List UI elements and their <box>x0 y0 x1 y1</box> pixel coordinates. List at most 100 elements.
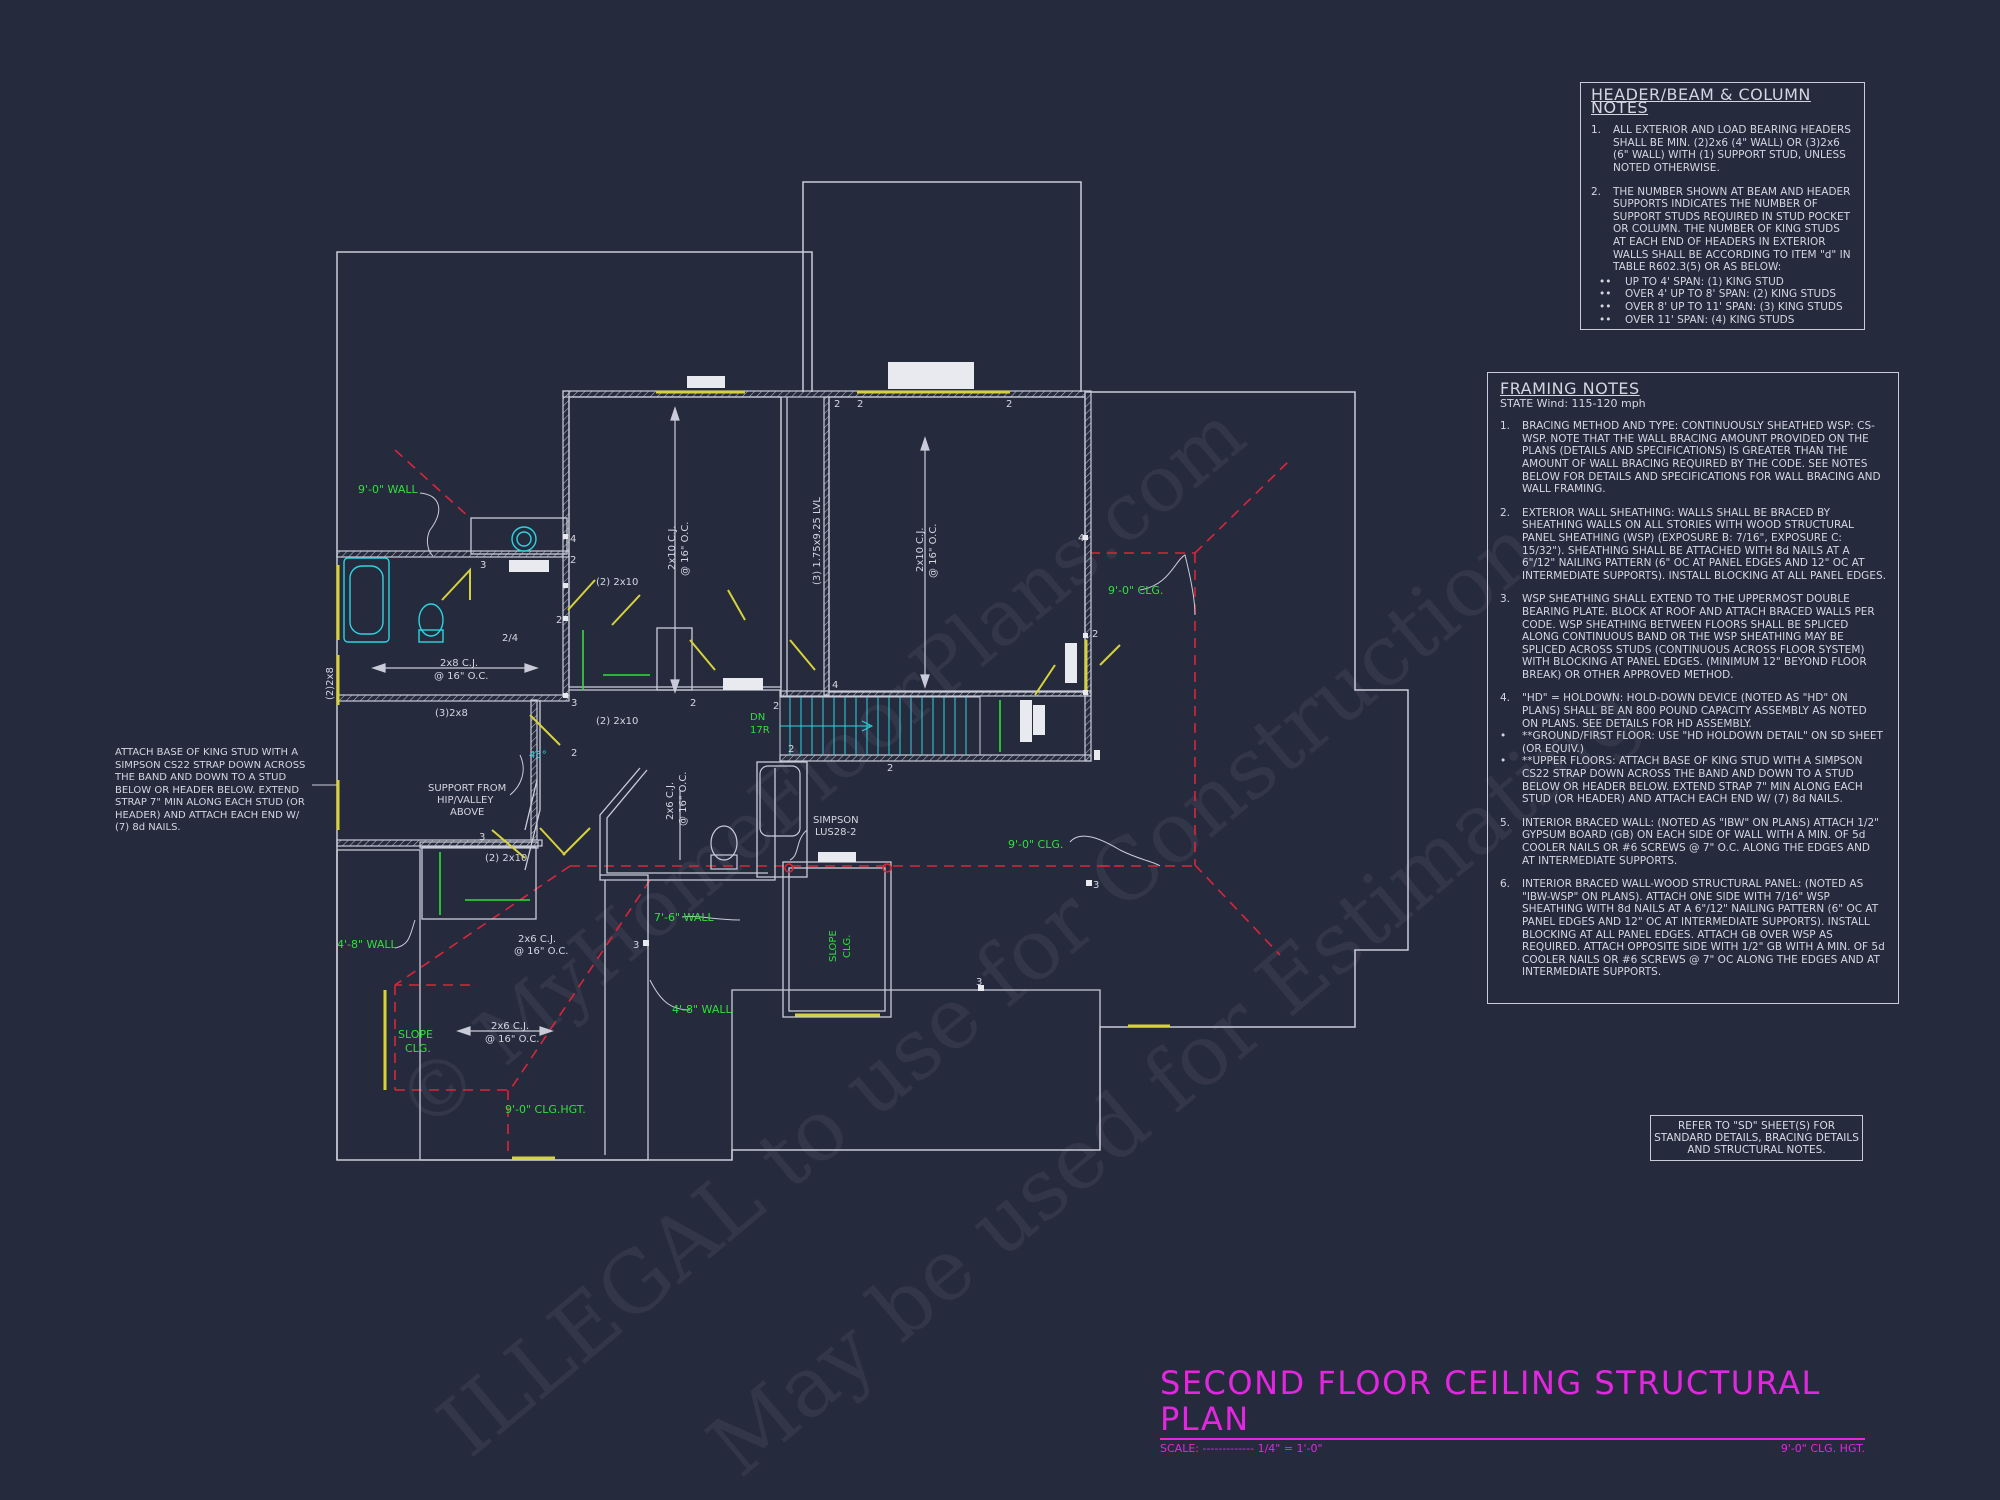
framing-note-text: "HD" = HOLDOWN: HOLD-DOWN DEVICE (NOTED … <box>1522 692 1867 730</box>
label-n2-k: 2 <box>1092 629 1098 640</box>
leader-lines <box>312 492 1196 1011</box>
label-angle-45: 45° <box>529 750 547 761</box>
label-n3-c: 3 <box>479 832 485 843</box>
framing-note-num: 5. <box>1500 816 1511 829</box>
king-stud-bullet: •• OVER 4' UP TO 8' SPAN: (2) KING STUDS <box>1591 288 1854 301</box>
framing-subnote-dot: • <box>1500 730 1507 743</box>
label-support-1: SUPPORT FROM <box>428 783 506 794</box>
framing-note-item: 1. BRACING METHOD AND TYPE: CONTINUOUSLY… <box>1500 420 1886 496</box>
header-note-num: 1. <box>1591 124 1602 137</box>
label-cj-2x6-vert: 2x6 C.J. <box>665 782 676 820</box>
framing-subnote-item: • **UPPER FLOORS: ATTACH BASE OF KING ST… <box>1500 755 1886 805</box>
framing-note-item: 2. EXTERIOR WALL SHEATHING: WALLS SHALL … <box>1500 507 1886 583</box>
label-n2-c: 2 <box>1006 399 1012 410</box>
label-n2-i: 2 <box>788 744 794 755</box>
label-n4-c: 4 <box>832 680 838 691</box>
king-stud-bullet: •• UP TO 4' SPAN: (1) KING STUD <box>1591 276 1854 289</box>
framing-notes-title: FRAMING NOTES <box>1500 379 1640 398</box>
green-walls <box>439 630 1001 915</box>
framing-note-num: 1. <box>1500 420 1511 433</box>
label-hdr-3-2x8: (3)2x8 <box>435 708 468 719</box>
label-dn: DN <box>750 712 765 723</box>
label-hdr-2-2x10-c: (2) 2x10 <box>485 853 527 864</box>
label-wall-4-8-mid: 4'-8" WALL <box>672 1003 732 1016</box>
label-cj-2x8: 2x8 C.J. <box>440 658 478 669</box>
label-17r: 17R <box>750 725 770 736</box>
framing-note-item: 4. "HD" = HOLDOWN: HOLD-DOWN DEVICE (NOT… <box>1500 692 1886 730</box>
label-simpson-1: SIMPSON <box>813 815 859 826</box>
label-n2-j: 2 <box>887 763 893 774</box>
label-n3-a: 3 <box>480 560 486 571</box>
label-cj-2x6-b: 2x6 C.J. <box>491 1021 529 1032</box>
ceiling-height: 9'-0" CLG. HGT. <box>1780 1442 1865 1455</box>
framing-note-text: EXTERIOR WALL SHEATHING: WALLS SHALL BE … <box>1522 506 1886 582</box>
label-n2-h: 2 <box>773 701 779 712</box>
title-meta-row: SCALE: ------------- 1/4" = 1'-0" 9'-0" … <box>1160 1442 1865 1455</box>
label-hdr-2-2x10-b: (2) 2x10 <box>596 716 638 727</box>
posts <box>563 534 1088 698</box>
label-slope-clg-left-1: SLOPE <box>398 1028 433 1041</box>
label-n4-b: 4 <box>1078 533 1084 544</box>
framing-note-item: 6. INTERIOR BRACED WALL-WOOD STRUCTURAL … <box>1500 878 1886 979</box>
label-hdr-2-2x10-a: (2) 2x10 <box>596 577 638 588</box>
bullet-dot: •• <box>1599 275 1612 288</box>
framing-notes: FRAMING NOTES STATE Wind: 115-120 mph 1.… <box>1487 372 1899 1004</box>
label-n2-e: 2 <box>556 615 562 626</box>
label-clg-9-0-right: 9'-0" CLG. <box>1108 584 1163 597</box>
beam-ends <box>784 863 892 873</box>
bullet-dot: •• <box>1599 300 1612 313</box>
label-wall-9-0: 9'-0" WALL <box>358 483 418 496</box>
framing-subnote-dot: • <box>1500 755 1507 768</box>
framing-note-item: 3. WSP SHEATHING SHALL EXTEND TO THE UPP… <box>1500 593 1886 681</box>
label-wall-4-8-left: 4'-8" WALL <box>337 938 397 951</box>
framing-note-text: INTERIOR BRACED WALL: (NOTED AS "IBW" ON… <box>1522 816 1879 867</box>
king-stud-bullet: •• OVER 11' SPAN: (4) KING STUDS <box>1591 314 1854 327</box>
framing-subnote-item: • **GROUND/FIRST FLOOR: USE "HD HOLDOWN … <box>1500 730 1886 755</box>
framing-note-item: 5. INTERIOR BRACED WALL: (NOTED AS "IBW"… <box>1500 817 1886 867</box>
title-block: SECOND FLOOR CEILING STRUCTURAL PLAN SCA… <box>1160 1365 1865 1455</box>
label-cj-2x6-vert-oc: @ 16" O.C. <box>678 772 689 827</box>
header-beam-column-notes: HEADER/BEAM & COLUMN NOTES 1. ALL EXTERI… <box>1580 82 1865 330</box>
label-cj-2x6-a: 2x6 C.J. <box>518 934 556 945</box>
stair <box>779 696 981 756</box>
framing-note-num: 3. <box>1500 593 1511 606</box>
label-lvl: (3) 1.75x9.25 LVL <box>812 497 823 585</box>
label-cj-2x10-right-oc: @ 16" O.C. <box>928 524 939 579</box>
label-cj-2x10-right: 2x10 C.J. <box>915 528 926 572</box>
king-stud-bullet: •• OVER 8' UP TO 11' SPAN: (3) KING STUD… <box>1591 301 1854 314</box>
framing-note-text: WSP SHEATHING SHALL EXTEND TO THE UPPERM… <box>1522 593 1875 681</box>
label-cj-2x10-left-oc: @ 16" O.C. <box>680 522 691 577</box>
windows <box>336 390 1170 1160</box>
hip-valley-lines <box>394 449 1291 1157</box>
header-notes-title: HEADER/BEAM & COLUMN NOTES <box>1591 85 1811 117</box>
title-underline <box>1160 1438 1865 1440</box>
label-n2-a: 2 <box>834 399 840 410</box>
label-n3-b: 3 <box>571 698 577 709</box>
bullet-dot: •• <box>1599 313 1612 326</box>
exterior-walls <box>336 390 1092 849</box>
label-cj-2x10-left: 2x10 C.J. <box>667 526 678 570</box>
label-n2-d: 2 <box>570 555 576 566</box>
king-stud-strap-note: ATTACH BASE OF KING STUD WITH A SIMPSON … <box>115 747 306 833</box>
drawing-title: SECOND FLOOR CEILING STRUCTURAL PLAN <box>1160 1364 1821 1438</box>
label-simpson-2: LUS28-2 <box>815 827 856 838</box>
framing-subnote-text: **GROUND/FIRST FLOOR: USE "HD HOLDOWN DE… <box>1522 730 1883 755</box>
label-n3-e: 3 <box>976 977 982 988</box>
label-wall-7-6: 7'-6" WALL <box>654 911 714 924</box>
label-cj-2x6-b-oc: @ 16" O.C. <box>485 1034 540 1045</box>
label-cj-2x8-oc: @ 16" O.C. <box>434 671 489 682</box>
label-slope-clg-mid-1: SLOPE <box>828 930 839 962</box>
label-support-2: HIP/VALLEY <box>437 795 494 806</box>
bullet-text: OVER 8' UP TO 11' SPAN: (3) KING STUDS <box>1625 300 1843 313</box>
joist-direction-arrows <box>371 406 930 1036</box>
roof-outline <box>336 181 1409 1161</box>
label-n2-b: 2 <box>857 399 863 410</box>
refer-sd-sheet-note: REFER TO "SD" SHEET(S) FOR STANDARD DETA… <box>1650 1115 1863 1161</box>
label-clg-hgt-9-0: 9'-0" CLG.HGT. <box>505 1103 586 1116</box>
header-note-text: THE NUMBER SHOWN AT BEAM AND HEADER SUPP… <box>1613 185 1851 274</box>
framing-note-text: BRACING METHOD AND TYPE: CONTINUOUSLY SH… <box>1522 420 1881 496</box>
label-ratio-2-4: 2/4 <box>502 633 518 644</box>
framing-note-num: 6. <box>1500 878 1511 891</box>
label-hdr-2-2x8: (2)2x8 <box>325 667 336 700</box>
bullet-text: OVER 4' UP TO 8' SPAN: (2) KING STUDS <box>1625 288 1836 301</box>
